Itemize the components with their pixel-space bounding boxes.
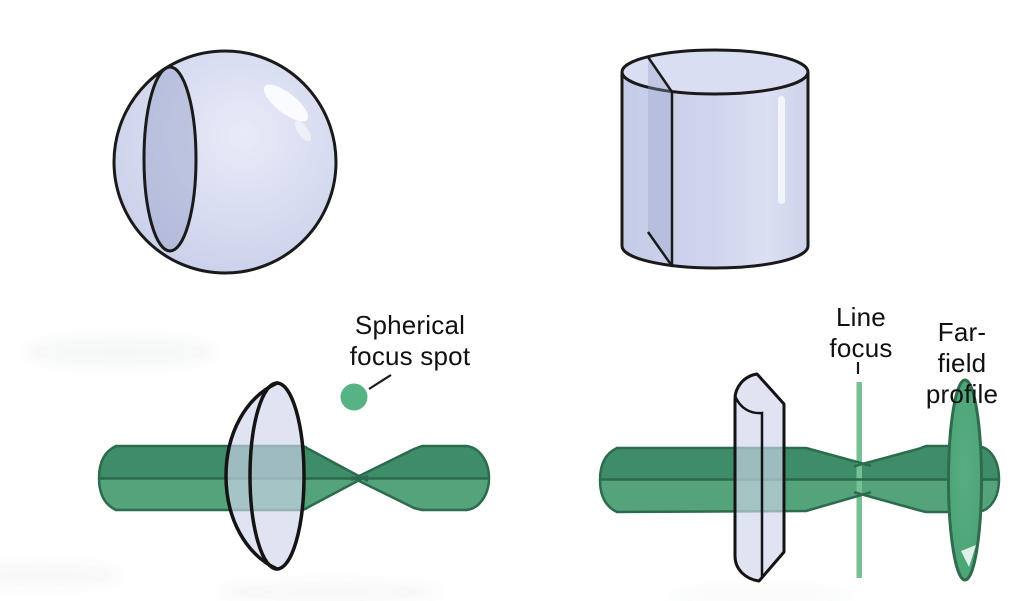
sphere-highlight [263,84,309,122]
spherical-beam-figure [97,374,491,571]
cylinder-body [622,72,808,268]
spherical-lens-glass [227,383,304,569]
cylinder-figure [620,48,810,270]
cylindrical-beam-figure [598,362,1001,583]
cylinder-walls [620,72,810,270]
cylinder-highlight [778,96,785,204]
spherical-focus-spot-dot [340,383,368,411]
far-field-profile-ellipse [947,378,983,582]
line-focus-label: Line focus [829,302,893,363]
cylindrical-lens-glass [735,374,784,581]
sphere-highlight-small [294,120,312,142]
spherical-focus-spot-label: Spherical focus spot [349,310,471,371]
sphere-meridian-ellipse [142,65,198,253]
cylinder-cut-shading [648,57,672,266]
far-field-profile-label: Far-field profile [925,317,999,409]
spherical-lens-back-surface [224,381,279,571]
beam-right-edges [598,444,1001,514]
cylinder-cut-lines [646,56,674,268]
cylindrical-lens-outline [733,372,786,583]
spherical-focus-leader-line [368,374,392,390]
background-smudges [0,337,850,601]
far-field-highlight [961,545,976,567]
cylindrical-lens-front-edges [733,394,764,578]
ball-lens-figure [112,49,338,275]
